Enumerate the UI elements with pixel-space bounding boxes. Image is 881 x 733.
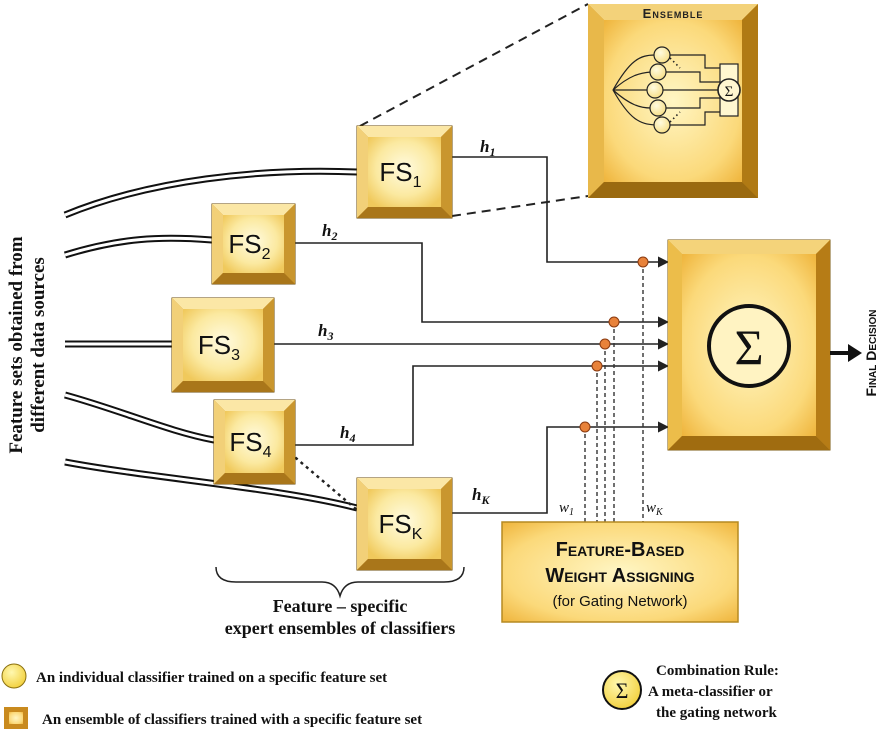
gating-dots: [579, 256, 649, 433]
output-label-2: h2: [322, 221, 337, 243]
gating-line2: Weight Assigning: [545, 565, 694, 587]
output-label-5: hK: [472, 485, 490, 507]
final-decision-arrowhead: [848, 344, 862, 362]
fs-continuation-dots: [289, 452, 358, 511]
ensemble-title: Ensemble: [643, 6, 704, 21]
output-label-4: h4: [340, 423, 355, 445]
gating-box: Feature-Based Weight Assigning (for Gati…: [501, 521, 739, 623]
legend-combination-icon: [602, 670, 642, 710]
legend-ensemble-text: An ensemble of classifiers trained with …: [42, 712, 422, 728]
output-lines: [274, 156, 670, 514]
combiner-box: Σ: [667, 239, 831, 451]
fs-box-3: FS3: [171, 297, 275, 393]
combiner-sum-symbol: Σ: [734, 319, 763, 375]
legend: An individual classifier trained on a sp…: [1, 663, 779, 729]
legend-classifier-text: An individual classifier trained on a sp…: [36, 670, 387, 686]
zoom-lines: [359, 3, 589, 217]
gating-line1: Feature-Based: [556, 539, 685, 561]
gating-line3: (for Gating Network): [552, 593, 687, 610]
weight-lines: [584, 262, 644, 522]
side-label-line2: different data sources: [28, 257, 49, 433]
legend-classifier-icon: [1, 663, 27, 689]
fs-box-4: FS4: [213, 399, 296, 485]
legend-combination-symbol: Σ: [616, 678, 629, 703]
fs-box-1: FS1: [356, 125, 453, 219]
legend-ensemble-icon: [4, 707, 28, 729]
brace-label-line2: expert ensembles of classifiers: [225, 618, 455, 638]
input-lines: [63, 167, 358, 512]
legend-combination-line2: A meta-classifier or: [648, 684, 773, 700]
ensemble-box: Ensemble Σ: [588, 4, 758, 198]
fs-box-2: FS2: [211, 203, 296, 285]
weight-labels: w1 wK: [559, 500, 664, 518]
ensemble-sum-symbol: Σ: [725, 84, 734, 100]
brace-label-line1: Feature – specific: [273, 596, 408, 616]
weight-label-1: w1: [559, 500, 574, 518]
combiner-sum-circle: [707, 304, 791, 388]
ensemble-sum-circle: [717, 78, 741, 102]
side-label-line1: Feature sets obtained from: [6, 236, 27, 453]
legend-combination-line3: the gating network: [656, 705, 777, 721]
fs-box-5: FSK: [356, 477, 453, 571]
weight-label-2: wK: [646, 500, 664, 518]
output-label-3: h3: [318, 321, 333, 343]
expert-brace: [215, 566, 465, 599]
final-decision-label: Final Decision: [863, 310, 879, 397]
legend-combination-title: Combination Rule:: [656, 663, 779, 679]
output-label-1: h1: [480, 137, 495, 159]
ensemble-classifier-circles: [646, 46, 671, 134]
